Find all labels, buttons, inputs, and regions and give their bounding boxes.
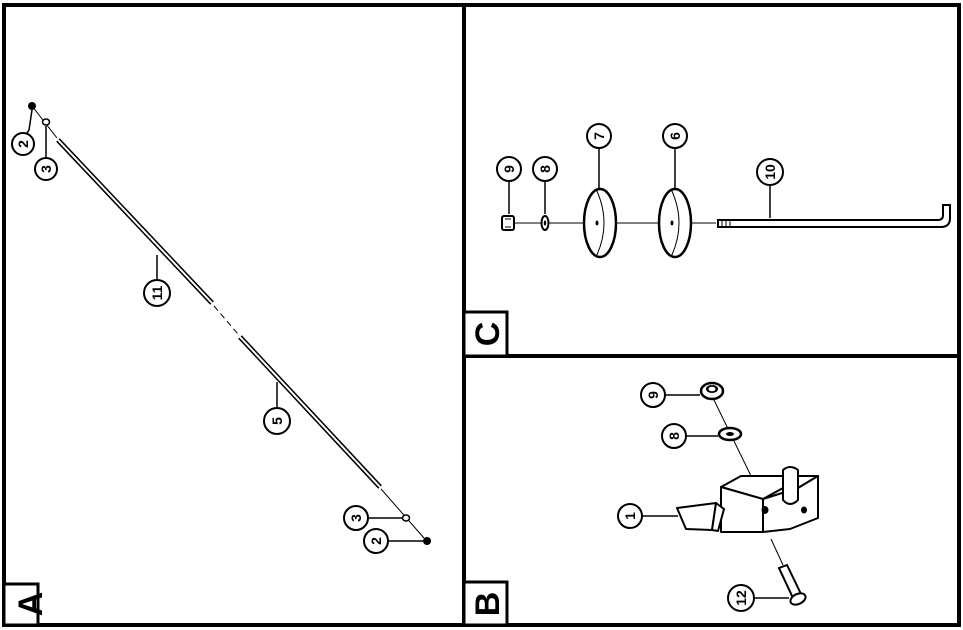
rod-5	[238, 335, 382, 489]
callout-a-3-bottom: 3	[343, 505, 369, 531]
bracket-block	[720, 466, 819, 533]
callout-b-12: 12	[727, 584, 755, 612]
assembly-line	[380, 488, 425, 539]
callout-c-10: 10	[756, 158, 784, 186]
callout-c-7: 7	[586, 123, 612, 149]
svg-text:11: 11	[149, 285, 165, 300]
svg-text:5: 5	[269, 417, 285, 425]
panel-b-label: B	[462, 580, 509, 627]
panel-b-letter: B	[469, 592, 507, 617]
washer-8	[540, 215, 550, 231]
assembly-line	[770, 538, 784, 566]
nut-9-b	[699, 381, 725, 401]
nut-2-bottom	[423, 537, 431, 545]
callout-a-3-top: 3	[34, 157, 58, 181]
svg-text:12: 12	[733, 590, 749, 606]
bolt-10	[717, 204, 951, 228]
wedge-1	[676, 502, 725, 532]
callout-b-8: 8	[661, 423, 687, 449]
panel-a: A 2 3	[2, 102, 431, 627]
callout-a-2-top: 2	[11, 132, 35, 156]
svg-text:2: 2	[15, 140, 31, 148]
callout-c-6: 6	[662, 123, 688, 149]
svg-text:8: 8	[666, 432, 682, 440]
svg-text:3: 3	[348, 514, 364, 522]
svg-text:9: 9	[501, 165, 517, 173]
svg-text:7: 7	[591, 132, 607, 140]
panel-b: B	[462, 381, 819, 627]
callout-b-9: 9	[640, 382, 666, 408]
svg-text:1: 1	[622, 512, 638, 520]
panel-c-letter: C	[469, 322, 507, 347]
disc-7	[582, 187, 618, 259]
assembly-line	[213, 305, 239, 335]
panel-c-label: C	[462, 310, 509, 358]
callout-a-11: 11	[143, 279, 171, 307]
svg-text:2: 2	[368, 537, 384, 545]
callout-b-1: 1	[617, 503, 643, 529]
callout-a-2-bottom: 2	[363, 528, 389, 554]
bolt-12	[777, 563, 807, 606]
nut-2-top	[28, 102, 36, 110]
rod-11	[56, 138, 214, 305]
svg-text:10: 10	[762, 164, 778, 180]
svg-text:8: 8	[537, 165, 553, 173]
svg-text:3: 3	[38, 165, 54, 173]
disc-6	[657, 187, 693, 259]
svg-text:9: 9	[645, 391, 661, 399]
leader-line	[26, 109, 33, 134]
svg-text:6: 6	[667, 132, 683, 140]
callout-c-9: 9	[496, 156, 522, 182]
washer-3-top	[41, 118, 51, 126]
panel-a-letter: A	[12, 592, 50, 617]
panel-c: C	[462, 123, 951, 358]
callout-a-5: 5	[263, 407, 291, 435]
nut-9	[501, 215, 515, 231]
panel-a-label: A	[2, 582, 50, 627]
washer-3-bottom	[401, 514, 411, 522]
washer-8-b	[717, 426, 743, 442]
callout-c-8: 8	[532, 156, 558, 182]
